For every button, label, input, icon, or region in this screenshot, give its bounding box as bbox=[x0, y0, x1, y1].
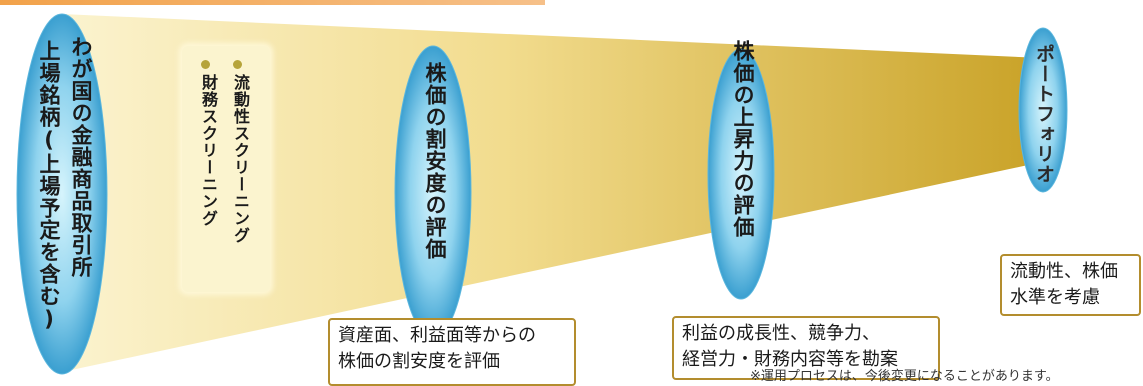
disk-label-upside: 株価の上昇力の評価 bbox=[731, 40, 755, 238]
disk-label-valuation: 株価の割安度の評価 bbox=[423, 62, 447, 260]
disk-listed-stocks bbox=[16, 13, 108, 375]
top-accent-bar bbox=[0, 0, 545, 5]
note-upside: 利益の成長性、競争力、 経営力・財務内容等を勘案 bbox=[672, 316, 940, 380]
footnote: ※運用プロセスは、今後変更になることがあります。 bbox=[750, 369, 1059, 384]
disk-label-exchange: わが国の金融商品取引所 bbox=[69, 36, 93, 278]
note-portfolio-line1: 流動性、株価 bbox=[1010, 261, 1118, 282]
note-upside-line2: 経営力・財務内容等を勘案 bbox=[682, 349, 898, 370]
note-valuation-line2: 株価の割安度を評価 bbox=[338, 351, 500, 372]
note-portfolio: 流動性、株価 水準を考慮 bbox=[1000, 254, 1141, 316]
disk-label-listed: 上場銘柄(上場予定を含む) bbox=[37, 40, 61, 332]
screening-liquidity: 流動性スクリーニング bbox=[231, 74, 250, 244]
note-valuation-line1: 資産面、利益面等からの bbox=[338, 325, 536, 346]
bullet-dot bbox=[233, 60, 242, 69]
disk-portfolio bbox=[1018, 27, 1068, 193]
screening-box bbox=[182, 46, 270, 292]
screening-financial: 財務スクリーニング bbox=[199, 74, 218, 227]
disk-label-portfolio: ポートフォリオ bbox=[1033, 44, 1055, 184]
note-valuation: 資産面、利益面等からの 株価の割安度を評価 bbox=[328, 318, 576, 386]
note-portfolio-line2: 水準を考慮 bbox=[1010, 287, 1100, 308]
disk-upside bbox=[707, 48, 775, 300]
bullet-dot bbox=[201, 60, 210, 69]
note-upside-line1: 利益の成長性、競争力、 bbox=[682, 323, 880, 344]
funnel-shape bbox=[62, 14, 1042, 372]
